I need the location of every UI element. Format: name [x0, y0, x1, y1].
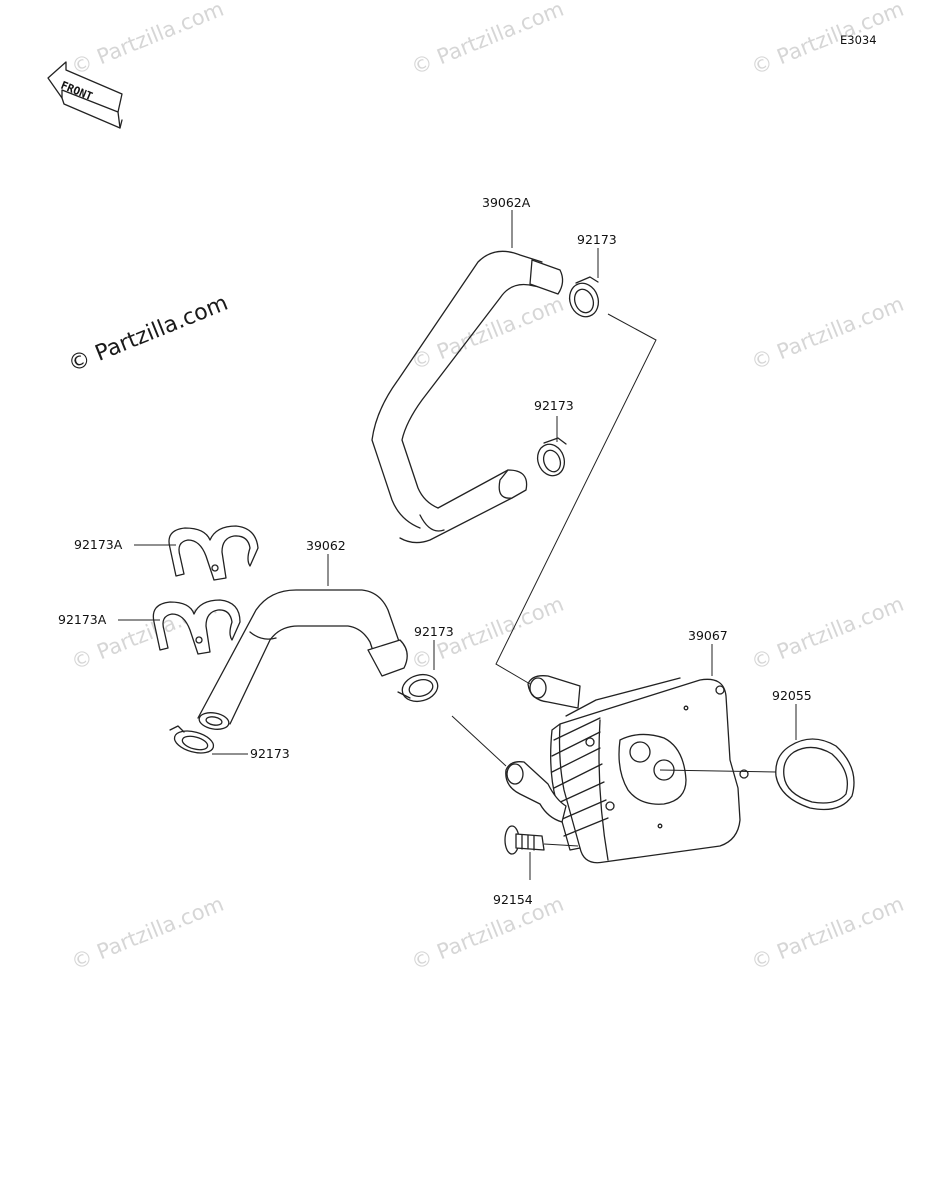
watermark-tile: © Partzilla.com	[748, 292, 907, 375]
oil-cooler-39067[interactable]	[505, 675, 749, 864]
label-oil-cooler: 39067	[688, 628, 728, 643]
label-clamp-lower-left: 92173	[250, 746, 290, 761]
bolt-92154[interactable]	[504, 825, 545, 855]
label-clamp-upper-top: 92173	[577, 232, 617, 247]
watermark-tile: © Partzilla.com	[748, 592, 907, 675]
label-bolt: 92154	[493, 892, 533, 907]
label-clamp-lower-right: 92173	[414, 624, 454, 639]
hose-upper-39062a[interactable]	[371, 250, 564, 544]
label-o-ring: 92055	[772, 688, 812, 703]
watermark-tile: © Partzilla.com	[408, 892, 567, 975]
clamp-upper-top[interactable]	[565, 276, 603, 321]
clamp-lower-left[interactable]	[169, 725, 216, 757]
hose-lower-39062[interactable]	[197, 589, 408, 731]
watermark-main: © Partzilla.com	[65, 291, 232, 378]
diagram-code: E3034	[840, 33, 877, 47]
label-holder-a2: 92173A	[58, 612, 107, 627]
watermark-tile: © Partzilla.com	[748, 892, 907, 975]
watermark-tile: © Partzilla.com	[68, 0, 227, 80]
clamp-lower-right[interactable]	[397, 671, 441, 705]
watermark-tile: © Partzilla.com	[68, 892, 227, 975]
label-clamp-upper-mid: 92173	[534, 398, 574, 413]
holder-a2[interactable]	[152, 599, 241, 655]
part-labels: 39062A 92173 92173 92173A 92173A 39062 9…	[58, 195, 812, 907]
o-ring-92055[interactable]	[775, 738, 855, 811]
holder-a1[interactable]	[168, 525, 259, 581]
label-holder-a1: 92173A	[74, 537, 123, 552]
watermark-tile: © Partzilla.com	[408, 292, 567, 375]
label-hose-lower: 39062	[306, 538, 346, 553]
leader-lines	[118, 210, 797, 880]
watermark-tile: © Partzilla.com	[748, 0, 907, 80]
watermark-tile: © Partzilla.com	[408, 0, 567, 80]
watermark-tiles: © Partzilla.com © Partzilla.com © Partzi…	[68, 0, 907, 975]
label-hose-upper: 39062A	[482, 195, 531, 210]
clamp-upper-mid[interactable]	[533, 437, 568, 479]
